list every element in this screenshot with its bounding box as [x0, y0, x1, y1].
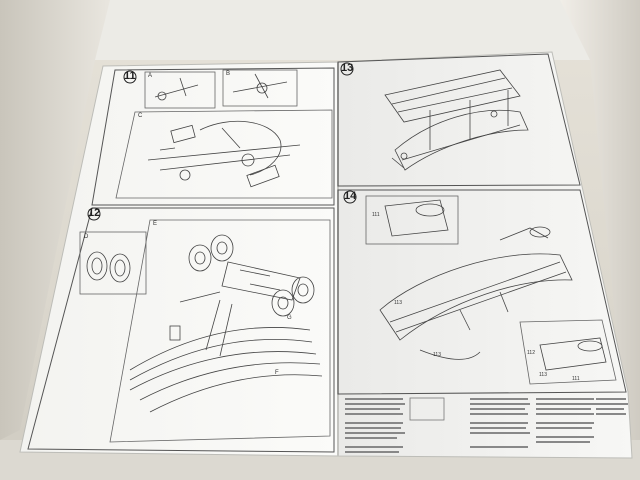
step-12-circle — [87, 207, 101, 221]
step-11-drawings — [147, 73, 301, 188]
panel-label: D — [84, 234, 89, 240]
step-11-number: 11 — [124, 70, 136, 82]
right-page — [337, 51, 633, 459]
panel-label: E — [153, 221, 158, 227]
panel-label: G — [287, 315, 292, 321]
multilingual-text-block — [345, 397, 628, 453]
box-right-wall — [560, 0, 640, 450]
part-number: 111 — [372, 212, 380, 218]
step-13-frame — [337, 53, 581, 187]
step-12-frame — [27, 207, 335, 453]
step-14-drawings — [379, 199, 607, 371]
panel-label: A — [148, 73, 153, 79]
part-number: 112 — [527, 350, 535, 356]
step-14-frame — [337, 189, 627, 395]
step-12-drawings — [86, 234, 323, 413]
panel-label: B — [226, 71, 231, 77]
step-14-circle — [343, 190, 357, 204]
box-left-wall — [0, 0, 110, 440]
part-number: 111 — [572, 376, 580, 382]
part-number: 113 — [433, 352, 441, 358]
part-number: 113 — [539, 372, 547, 378]
step-13-circle — [340, 62, 354, 76]
step-13-number: 13 — [341, 62, 354, 74]
step-12-number: 12 — [88, 207, 101, 219]
panel-label: C — [138, 113, 143, 119]
step-14-number: 14 — [344, 190, 357, 202]
step-11-frame — [91, 67, 335, 206]
part-number: 113 — [394, 300, 402, 306]
panel-label: F — [275, 370, 279, 376]
step-11-circle — [123, 70, 137, 84]
step-13-drawings — [384, 69, 529, 171]
